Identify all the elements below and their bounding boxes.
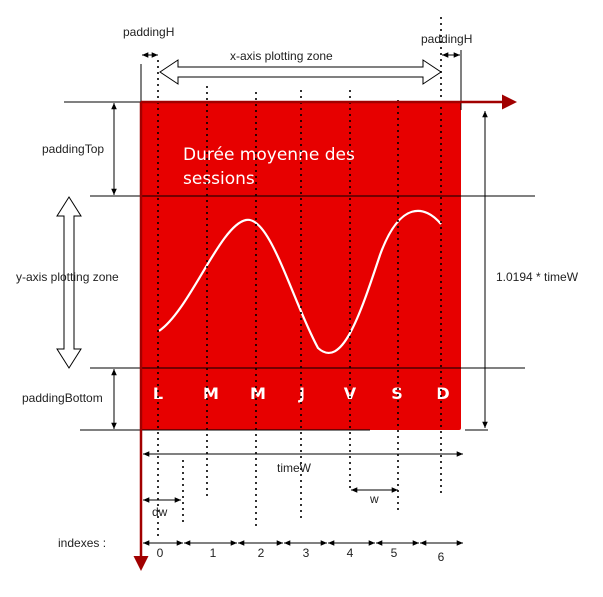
w-label: w (369, 492, 379, 506)
index-number: 2 (258, 546, 265, 560)
index-numbers: 0 1 2 3 4 5 6 (157, 546, 445, 564)
index-number: 1 (210, 546, 217, 560)
x-zone-block-arrow (159, 59, 442, 85)
dw-label: dw (152, 505, 168, 519)
index-number: 5 (391, 546, 398, 560)
day-labels: L M M J V S D (153, 384, 450, 403)
session-curve (158, 209, 442, 355)
day-label: V (344, 384, 357, 403)
day-label: M (203, 384, 219, 403)
padding-h-left-label: paddingH (123, 25, 174, 39)
day-label: M (250, 384, 266, 403)
index-guides (157, 17, 442, 540)
indexes-label: indexes : (58, 536, 106, 550)
padding-h-right-label: paddingH (421, 32, 472, 46)
day-label: S (391, 384, 403, 403)
y-zone-block-arrow (56, 196, 82, 369)
index-number: 3 (303, 546, 310, 560)
index-number: 0 (157, 546, 164, 560)
padding-top-label: paddingTop (42, 142, 104, 156)
card-title-line1: Durée moyenne des (183, 145, 355, 165)
day-label: L (153, 384, 163, 403)
day-label: J (298, 384, 305, 403)
y-zone-label: y-axis plotting zone (16, 270, 119, 284)
day-label: D (436, 384, 449, 403)
x-zone-label: x-axis plotting zone (230, 49, 333, 63)
time-w-label: timeW (277, 461, 312, 475)
index-number: 6 (438, 550, 445, 564)
index-number: 4 (347, 546, 354, 560)
height-formula-label: 1.0194 * timeW (496, 270, 579, 284)
padding-bottom-label: paddingBottom (22, 391, 103, 405)
card-title-line2: sessions (183, 169, 255, 189)
